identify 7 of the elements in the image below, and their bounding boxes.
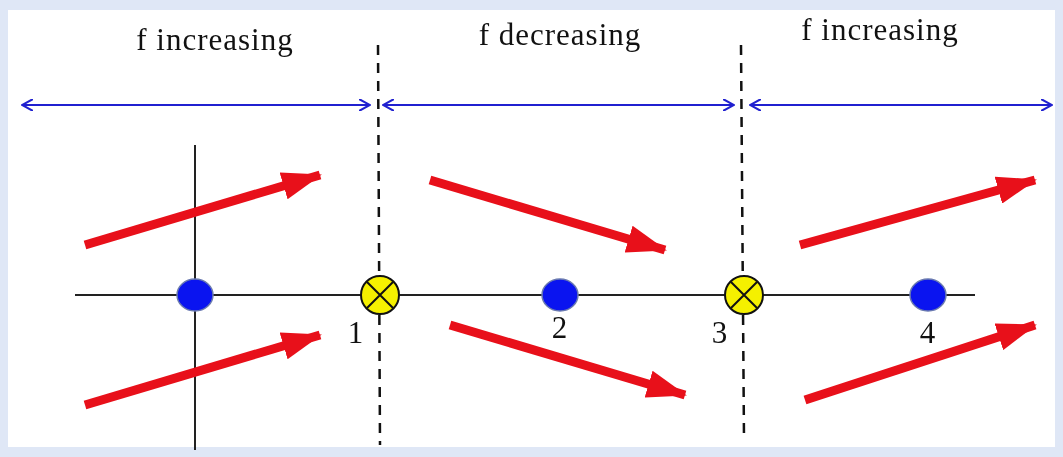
region-label: f increasing [800, 15, 960, 45]
point-number: 1 [346, 318, 366, 348]
region-label: f decreasing [477, 20, 643, 50]
point-number: 2 [550, 313, 570, 343]
point-number: 3 [710, 318, 730, 348]
point-number: 4 [918, 318, 938, 348]
region-label: f increasing [135, 25, 295, 55]
